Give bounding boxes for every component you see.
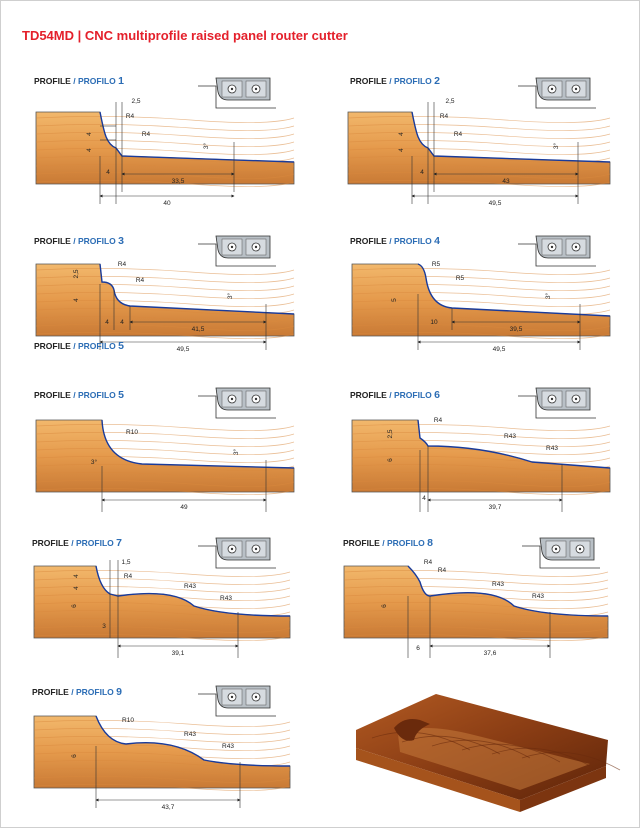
profile-label-9: PROFILE / PROFILO 9 [32,686,122,698]
cutter-icon [198,387,276,419]
dim-top: 1,5 [121,559,130,566]
finished-panel-image [356,694,621,812]
profile-label-3: PROFILE / PROFILO 3 [34,235,124,247]
dim-r3: R43 [492,581,504,588]
dim-r1: R10 [122,717,134,724]
dim-v2: 4 [86,148,93,152]
dim-h1: 4 [105,319,109,326]
profile-label-3-overlap: PROFILE / PROFILO 5 [34,340,124,352]
dim-v1: 4 [86,132,93,136]
profiles-artwork: 2,5R4R444433,5403°2,5R4R44444349,53°R4R4… [33,77,621,812]
dim-h2: 39,5 [510,326,523,333]
dim-v2: 4 [398,148,405,152]
dim-r1: R4 [124,573,133,580]
profile-9-panel [33,715,291,791]
dim-angle: 3° [544,292,552,299]
dim-v1: 5 [391,298,398,302]
dim-total: 49 [180,504,188,511]
dim-total: 43,7 [162,804,175,811]
dim-r2: R4 [142,131,151,138]
dim-r2: R4 [454,131,463,138]
dim-total: 39,1 [172,650,185,657]
dim-total: 40 [163,200,171,207]
dim-h2: 4 [120,319,124,326]
dim-top: 2,5 [445,98,454,105]
dim-h2: 33,5 [172,178,185,185]
dim-r1: R4 [424,559,433,566]
dim-v1: 2,5 [387,429,394,438]
cutter-icon [198,235,276,267]
dim-r1: R5 [432,261,441,268]
profile-label-8: PROFILE / PROFILO 8 [343,537,433,549]
dim-total: 49,5 [489,200,502,207]
dim-v2: 4 [73,298,80,302]
dim-r2: R4 [136,277,145,284]
dim-h1: 4 [420,169,424,176]
dim-r2: R5 [456,275,465,282]
profile-label-5: PROFILE / PROFILO 5 [34,389,124,401]
dim-v1: 4 [73,574,80,578]
profile-label-6: PROFILE / PROFILO 6 [350,389,440,401]
cutter-icon [522,537,600,569]
dim-r1: R4 [126,113,135,120]
cutter-icon [518,387,596,419]
dim-total: 37,6 [484,650,497,657]
dim-r2: R4 [438,567,447,574]
dim-v3: 6 [71,604,78,608]
dim-h2: 43 [502,178,510,185]
dim-angle: 3° [91,458,98,466]
page-title: TD54MD | CNC multiprofile raised panel r… [22,28,348,43]
dim-v1: 6 [381,604,388,608]
dim-h3: 41,5 [192,326,205,333]
profile-2-panel [347,111,611,187]
dim-v2: 6 [387,458,394,462]
dim-h2: 39,7 [489,504,502,511]
dim-h1: 10 [430,319,438,326]
profile-8-panel [343,565,609,641]
cutter-icon [198,77,276,109]
cutter-icon [518,77,596,109]
dim-r1: R10 [126,429,138,436]
dim-h1: 4 [106,169,110,176]
dim-total: 49,5 [177,346,190,353]
dim-angle: 3° [202,142,210,149]
profile-1-panel [35,111,295,187]
cutter-icon [198,537,276,569]
dim-r4: R43 [532,593,544,600]
profile-6-panel [351,419,611,495]
cutter-icon [198,685,276,717]
dim-r2: R43 [184,731,196,738]
profile-label-4: PROFILE / PROFILO 4 [350,235,440,247]
dim-angle: 3° [552,142,560,149]
profile-5-panel [35,419,295,495]
dim-r1: R4 [440,113,449,120]
dim-r3: R43 [546,445,558,452]
dim-h1: 4 [422,495,426,502]
cutter-icon [518,235,596,267]
dim-h1: 6 [416,645,420,652]
dim-top: 2,5 [131,98,140,105]
dim-v1: 6 [71,754,78,758]
dim-h1: 3 [102,623,106,630]
profile-label-2: PROFILE / PROFILO 2 [350,75,440,87]
dim-angle: 3° [226,292,234,299]
dim-r1: R4 [118,261,127,268]
dim-r2: R43 [184,583,196,590]
dim-angle2: 3° [232,448,240,455]
profile-3-panel [35,263,295,339]
dim-r1: R4 [434,417,443,424]
profile-label-1: PROFILE / PROFILO 1 [34,75,124,87]
dim-r3: R43 [220,595,232,602]
dim-v2: 4 [73,586,80,590]
dim-v1: 2,5 [73,269,80,278]
dim-r2: R43 [504,433,516,440]
dim-v1: 4 [398,132,405,136]
profile-label-7: PROFILE / PROFILO 7 [32,537,122,549]
dim-total: 49,5 [493,346,506,353]
dim-r3: R43 [222,743,234,750]
